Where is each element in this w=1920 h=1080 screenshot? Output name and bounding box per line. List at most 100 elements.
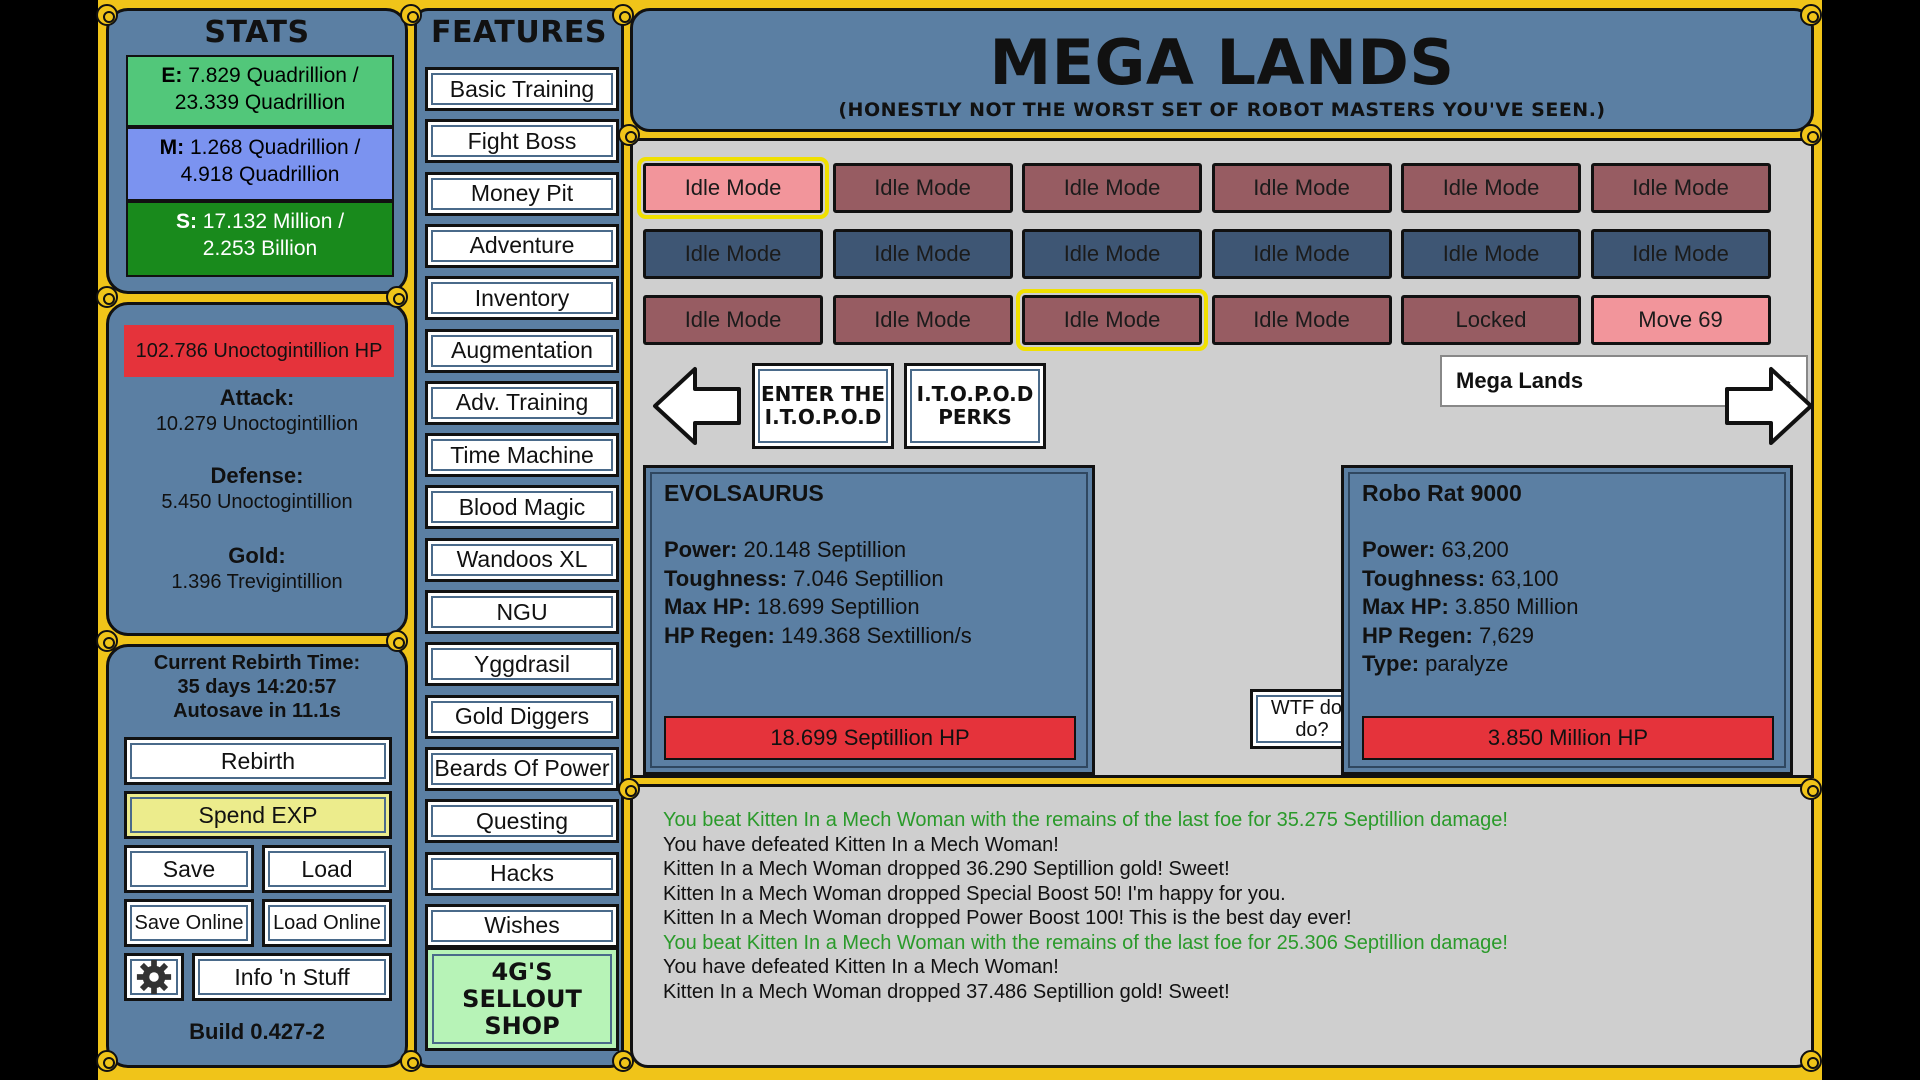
move-slot[interactable]: Idle Mode (643, 229, 823, 279)
player-power: 20.148 Septillion (743, 537, 907, 562)
spend-exp-button[interactable]: Spend EXP (124, 791, 392, 839)
defense-label: Defense: (210, 463, 304, 488)
stats-title: STATS (204, 15, 310, 50)
enemy-regen-label: HP Regen: (1362, 622, 1473, 648)
bolt-icon (1800, 1050, 1822, 1072)
gold-label: Gold: (228, 543, 286, 568)
move-slot[interactable]: Idle Mode (1211, 295, 1392, 345)
move-slot[interactable]: Idle Mode (832, 229, 1013, 279)
info-button[interactable]: Info 'n Stuff (192, 953, 392, 1001)
feature-button-adv-training[interactable]: Adv. Training (425, 380, 619, 425)
feature-button-questing[interactable]: Questing (425, 799, 619, 844)
autosave-timer: Autosave in 11.1s (173, 700, 341, 722)
move-slot[interactable]: Idle Mode (1211, 163, 1392, 213)
bolt-icon (400, 4, 422, 26)
move-slot[interactable]: Idle Mode (1022, 163, 1202, 213)
zone-dropdown-value: Mega Lands (1456, 368, 1584, 393)
feature-button-inventory[interactable]: Inventory (425, 276, 619, 321)
player-stat-list: Attack: 10.279 Unoctogintillion Defense:… (109, 385, 405, 595)
enemy-power: 63,200 (1441, 537, 1509, 562)
combat-log-panel[interactable] (630, 784, 1814, 1068)
itopod-perks-button[interactable]: I.T.O.P.O.D PERKS (904, 363, 1046, 449)
rebirth-label: Current Rebirth Time: (153, 652, 361, 674)
move-slot[interactable]: Move 69 (1590, 295, 1771, 345)
load-online-button[interactable]: Load Online (262, 899, 392, 947)
player-regen: 149.368 Sextillion/s (780, 622, 972, 648)
seeds-max: 2.253 Billion (202, 237, 318, 260)
player-fighter-name: EVOLSAURUS (664, 480, 824, 506)
feature-button-time-machine[interactable]: Time Machine (425, 433, 619, 478)
feature-button-blood-magic[interactable]: Blood Magic (425, 485, 619, 530)
feature-button-ngu[interactable]: NGU (425, 590, 619, 634)
bolt-icon (400, 1050, 422, 1072)
enter-itopod-button[interactable]: ENTER THE I.T.O.P.O.D (752, 363, 894, 449)
combat-log: You beat Kitten In a Mech Woman with the… (663, 808, 1783, 1004)
move-slot[interactable]: Idle Mode (832, 163, 1013, 213)
enemy-maxhp-label: Max HP: (1362, 594, 1449, 619)
player-fighter-card: EVOLSAURUS Power: 20.148 Septillion Toug… (643, 465, 1095, 775)
feature-button-fight-boss[interactable]: Fight Boss (425, 119, 619, 164)
sellout-shop-button[interactable]: 4G'S SELLOUT SHOP (425, 947, 619, 1051)
log-entry: You have defeated Kitten In a Mech Woman… (663, 833, 1059, 856)
itopod-perks-line2: PERKS (938, 405, 1012, 429)
shop-line-2: SELLOUT (462, 984, 582, 1013)
move-slot[interactable]: Idle Mode (643, 295, 823, 345)
settings-button[interactable] (124, 953, 184, 1001)
bolt-icon (1800, 124, 1822, 146)
feature-button-yggdrasil[interactable]: Yggdrasil (425, 642, 619, 687)
feature-button-basic-training[interactable]: Basic Training (425, 67, 619, 111)
log-entry: You beat Kitten In a Mech Woman with the… (663, 931, 1508, 954)
move-slot[interactable]: Idle Mode (637, 157, 829, 219)
controls-panel: Current Rebirth Time: 35 days 14:20:57 A… (106, 644, 408, 1068)
move-slot[interactable]: Idle Mode (1016, 289, 1208, 351)
feature-button-wandoos-xl[interactable]: Wandoos XL (425, 537, 619, 582)
right-arrow-icon[interactable] (1725, 365, 1903, 447)
feature-button-beards-of-power[interactable]: Beards Of Power (425, 746, 619, 791)
player-hp-bar: 102.786 Unoctogintillion HP (124, 325, 394, 377)
help-line2: do? (1295, 719, 1329, 741)
move-slot[interactable]: Idle Mode (1022, 229, 1202, 279)
feature-button-adventure[interactable]: Adventure (425, 223, 619, 268)
save-online-button[interactable]: Save Online (124, 899, 254, 947)
move-slot[interactable]: Locked (1401, 295, 1581, 345)
rebirth-time: 35 days 14:20:57 (177, 676, 337, 698)
feature-button-augmentation[interactable]: Augmentation (425, 328, 619, 373)
move-slot[interactable]: Idle Mode (1401, 163, 1581, 213)
log-entry: Kitten In a Mech Woman dropped Special B… (663, 882, 1286, 905)
help-line1: WTF do I (1270, 697, 1354, 719)
move-slot[interactable]: Idle Mode (1401, 229, 1581, 279)
move-slot[interactable]: Idle Mode (1590, 163, 1771, 213)
player-toughness: 7.046 Septillion (793, 565, 944, 591)
gold-value: 1.396 Trevigintillion (171, 571, 343, 593)
save-button[interactable]: Save (124, 845, 254, 893)
rebirth-info: Current Rebirth Time: 35 days 14:20:57 A… (109, 651, 405, 723)
enemy-regen: 7,629 (1478, 622, 1535, 648)
bolt-icon (386, 286, 408, 308)
player-maxhp: 18.699 Septillion (756, 594, 920, 619)
feature-button-money-pit[interactable]: Money Pit (425, 171, 619, 216)
bolt-icon (618, 124, 640, 146)
move-slot[interactable]: Idle Mode (832, 295, 1013, 345)
wtf-help-button[interactable]: WTF do I do? (1250, 689, 1374, 749)
player-power-label: Power: (664, 537, 738, 562)
build-version: Build 0.427-2 (189, 1019, 325, 1044)
left-arrow-icon[interactable] (651, 365, 743, 447)
enemy-power-label: Power: (1362, 537, 1436, 562)
load-button[interactable]: Load (262, 845, 392, 893)
bolt-icon (96, 1050, 118, 1072)
player-fighter-hp-bar: 18.699 Septillion HP (664, 716, 1076, 760)
feature-button-gold-diggers[interactable]: Gold Diggers (425, 694, 619, 739)
move-slot[interactable]: Idle Mode (1590, 229, 1771, 279)
rebirth-button[interactable]: Rebirth (124, 737, 392, 785)
bolt-icon (96, 4, 118, 26)
bolt-icon (96, 630, 118, 652)
log-entry: Kitten In a Mech Woman dropped Power Boo… (663, 907, 1352, 929)
game-frame: STATS E: 7.829 Quadrillion / 23.339 Quad… (96, 0, 1822, 1080)
enemy-toughness: 63,100 (1491, 565, 1559, 591)
move-slot[interactable]: Idle Mode (1211, 229, 1392, 279)
energy-label: E: (161, 64, 183, 87)
feature-button-hacks[interactable]: Hacks (425, 851, 619, 896)
feature-button-wishes[interactable]: Wishes (425, 903, 619, 948)
features-title: FEATURES (431, 15, 607, 50)
